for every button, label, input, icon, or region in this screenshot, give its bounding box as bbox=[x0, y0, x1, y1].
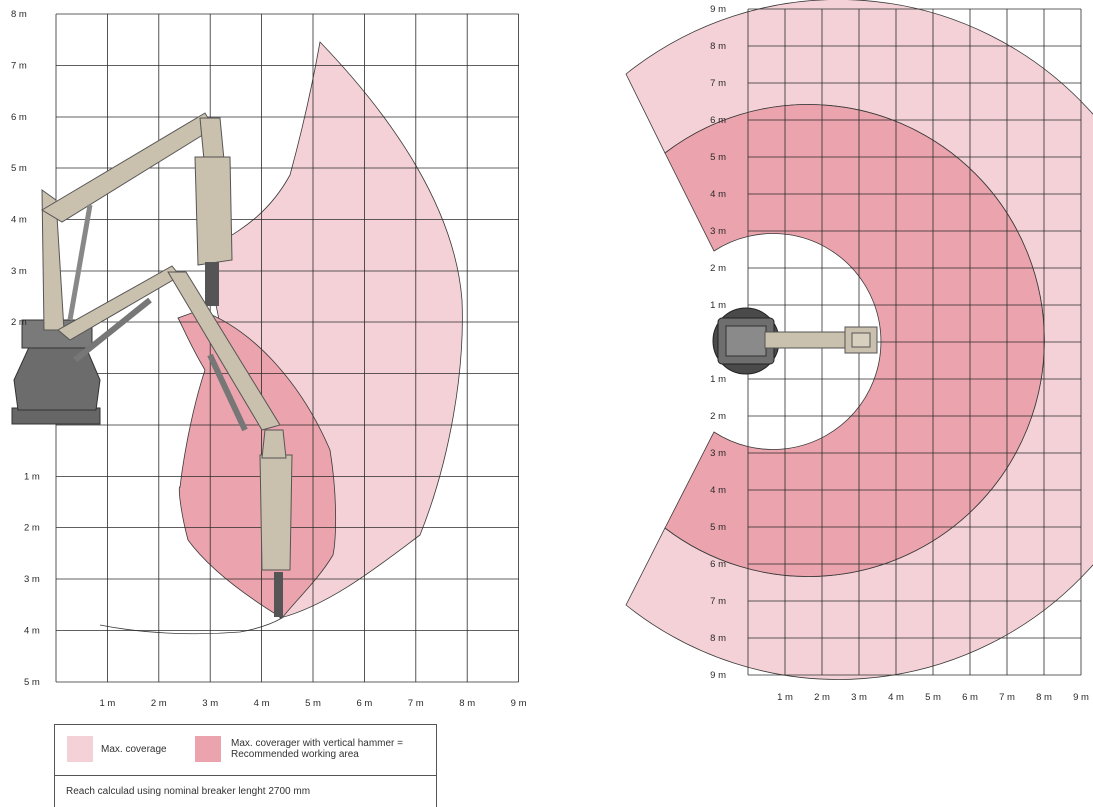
side-lower-reach-arc bbox=[99, 617, 283, 635]
working-area-swatch bbox=[195, 736, 221, 762]
side-x-tick-label: 8 m bbox=[459, 698, 475, 709]
working-area-label: Max. coverager with vertical hammer = Re… bbox=[231, 738, 431, 760]
side-machine-illustration bbox=[11, 112, 293, 617]
top-x-tick-label: 9 m bbox=[1073, 692, 1089, 703]
working-area-label-line2: Recommended working area bbox=[231, 749, 359, 760]
top-y-tick-label: 2 m bbox=[710, 263, 726, 274]
side-x-tick-label: 9 m bbox=[511, 698, 527, 709]
top-view-diagram: 9 m 8 m 7 m 6 m 5 m 4 m 3 m 2 m 1 m 1 m 2 m 3 m 4 m 5… bbox=[625, 0, 1093, 703]
top-y-tick-label: 1 m bbox=[710, 374, 726, 385]
side-y-tick-label: 2 m bbox=[24, 523, 40, 534]
top-x-tick-label: 4 m bbox=[888, 692, 904, 703]
side-x-tick-label: 3 m bbox=[202, 698, 218, 709]
top-x-tick-label: 1 m bbox=[777, 692, 793, 703]
legend: Max. coverage Max. coverager with vertic… bbox=[54, 724, 437, 807]
top-y-tick-label: 4 m bbox=[710, 189, 726, 200]
top-y-tick-label: 3 m bbox=[710, 226, 726, 237]
top-y-tick-label: 2 m bbox=[710, 411, 726, 422]
working-area-label-line1: Max. coverager with vertical hammer = bbox=[231, 738, 404, 749]
side-x-tick-label: 5 m bbox=[305, 698, 321, 709]
top-y-tick-label: 4 m bbox=[710, 485, 726, 496]
max-coverage-label: Max. coverage bbox=[101, 744, 167, 755]
side-y-tick-label: 6 m bbox=[11, 112, 27, 123]
side-y-tick-label: 5 m bbox=[11, 163, 27, 174]
reach-note: Reach calculad using nominal breaker len… bbox=[66, 786, 311, 797]
top-y-tick-label: 8 m bbox=[710, 41, 726, 52]
side-axis-labels: 8 m 7 m 6 m 5 m 4 m 3 m 2 m 1 m 2 m 3 m 4 m 5 m 1 m 2… bbox=[11, 9, 527, 709]
top-y-tick-label: 8 m bbox=[710, 633, 726, 644]
side-y-tick-label: 4 m bbox=[11, 215, 27, 226]
top-y-tick-label: 5 m bbox=[710, 522, 726, 533]
top-x-tick-label: 8 m bbox=[1036, 692, 1052, 703]
top-y-tick-label: 9 m bbox=[710, 4, 726, 15]
side-y-tick-label: 4 m bbox=[24, 626, 40, 637]
side-x-tick-label: 6 m bbox=[356, 698, 372, 709]
max-coverage-swatch bbox=[67, 736, 93, 762]
side-working-area bbox=[177, 309, 337, 619]
legend-row: Max. coverage Max. coverager with vertic… bbox=[55, 725, 436, 776]
top-y-tick-label: 7 m bbox=[710, 78, 726, 89]
top-y-tick-label: 7 m bbox=[710, 596, 726, 607]
top-y-tick-label: 3 m bbox=[710, 448, 726, 459]
side-y-tick-label: 2 m bbox=[11, 317, 27, 328]
top-axis-labels: 9 m 8 m 7 m 6 m 5 m 4 m 3 m 2 m 1 m 1 m 2 m 3 m 4 m 5… bbox=[710, 4, 1089, 703]
top-x-tick-label: 5 m bbox=[925, 692, 941, 703]
side-x-tick-label: 7 m bbox=[408, 698, 424, 709]
top-machine-illustration bbox=[712, 307, 878, 375]
side-y-tick-label: 3 m bbox=[24, 574, 40, 585]
top-y-tick-label: 6 m bbox=[710, 115, 726, 126]
side-y-tick-label: 8 m bbox=[11, 9, 27, 20]
top-y-tick-label: 9 m bbox=[710, 670, 726, 681]
top-working-area bbox=[664, 104, 1045, 577]
side-y-tick-label: 7 m bbox=[11, 61, 27, 72]
side-x-tick-label: 4 m bbox=[254, 698, 270, 709]
side-view-diagram: 8 m 7 m 6 m 5 m 4 m 3 m 2 m 1 m 2 m 3 m 4 m 5 m 1 m 2… bbox=[11, 9, 527, 709]
side-y-tick-label: 3 m bbox=[11, 266, 27, 277]
side-x-tick-label: 2 m bbox=[151, 698, 167, 709]
top-x-tick-label: 3 m bbox=[851, 692, 867, 703]
top-x-tick-label: 2 m bbox=[814, 692, 830, 703]
side-x-tick-label: 1 m bbox=[99, 698, 115, 709]
top-x-tick-label: 7 m bbox=[999, 692, 1015, 703]
top-y-tick-label: 5 m bbox=[710, 152, 726, 163]
top-x-tick-label: 6 m bbox=[962, 692, 978, 703]
top-grid bbox=[747, 8, 1082, 676]
top-y-tick-label: 6 m bbox=[710, 559, 726, 570]
top-y-tick-label: 1 m bbox=[710, 300, 726, 311]
side-y-tick-label: 5 m bbox=[24, 677, 40, 688]
side-y-tick-label: 1 m bbox=[24, 472, 40, 483]
